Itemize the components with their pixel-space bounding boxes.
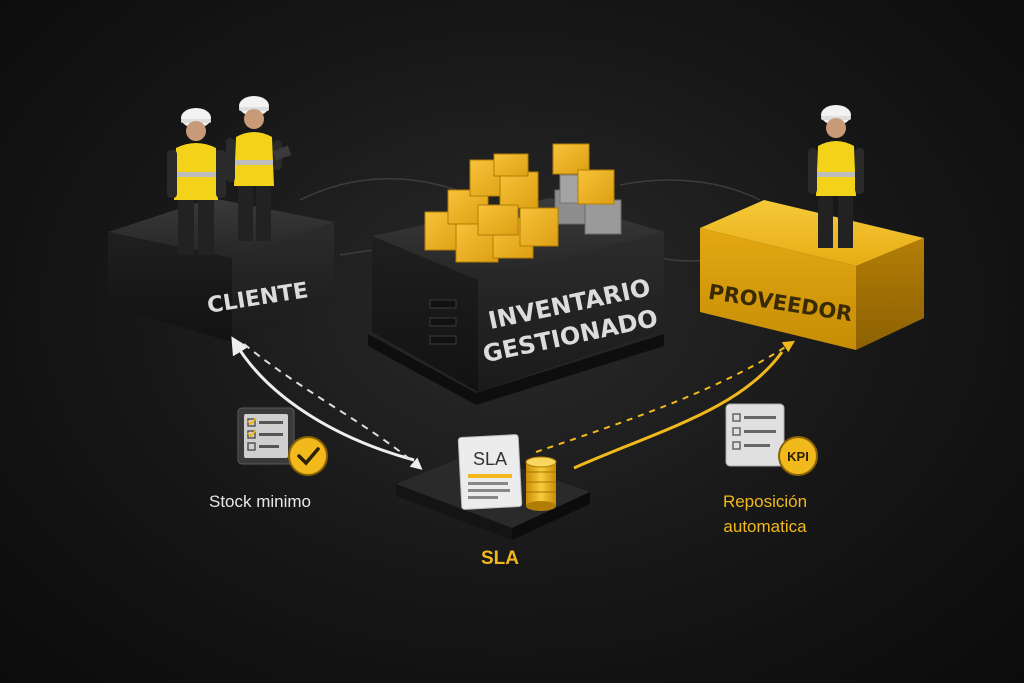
coin-stack-icon: [525, 456, 557, 511]
arrow-reposicion: [573, 351, 784, 470]
box-stack-icon: [424, 143, 622, 263]
reposicion-line1: Reposición: [722, 492, 808, 511]
sla-caption-text: SLA: [481, 548, 519, 569]
worker-icon: [808, 105, 864, 248]
cliente-block: CLIENTE: [108, 198, 334, 342]
arrow-cliente-to-sla: [243, 343, 423, 470]
flow-arrows: [231, 336, 796, 470]
worker-icon: [226, 96, 292, 241]
arrow-sla-to-cliente: [231, 336, 415, 462]
proveedor-block: PROVEEDOR: [700, 200, 924, 350]
kpi-badge-label: KPI: [787, 449, 809, 464]
sla-caption: SLA: [450, 545, 550, 573]
reposicion-line2: automatica: [723, 516, 807, 536]
arrow-sla-to-proveedor: [535, 340, 796, 453]
checklist-icon: [237, 407, 295, 465]
stock-minimo-caption: Stock minimo: [180, 490, 340, 515]
stock-minimo-text: Stock minimo: [208, 492, 312, 511]
worker-icon: [167, 108, 226, 255]
sla-document-label: SLA: [473, 449, 507, 469]
sla-document-icon: SLA: [457, 434, 523, 510]
checkmark-icon: [288, 436, 328, 476]
server-slots: [429, 299, 457, 345]
reposicion-caption: Reposición automatica: [690, 490, 840, 539]
kpi-document-icon: KPI: [725, 403, 818, 476]
